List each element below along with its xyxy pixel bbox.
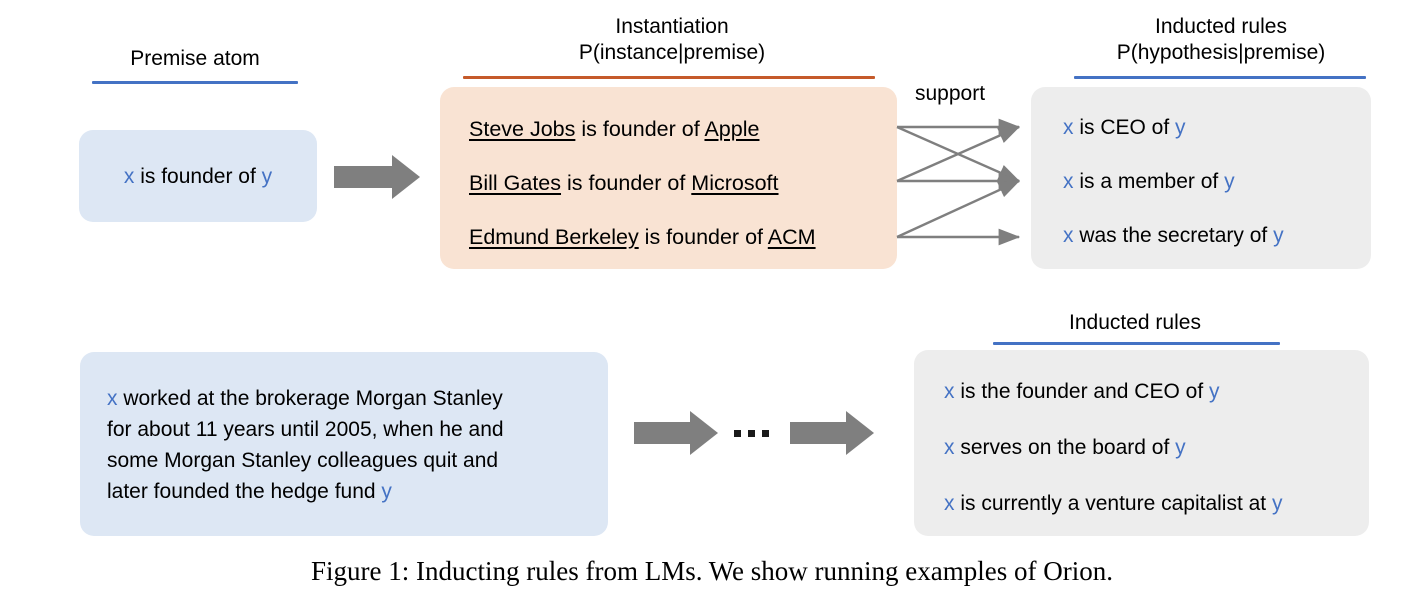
variable-y: y [381,480,392,503]
premise-passage-line-2: for about 11 years until 2005, when he a… [107,418,504,441]
variable-x: x [944,492,955,515]
variable-y: y [1273,224,1284,247]
ellipsis-dots [734,430,769,437]
instantiation-item: Steve Jobs is founder of Apple [469,116,759,142]
induced-rules-header-top-underline [1074,76,1366,79]
induced-rules-box-bottom: x is the founder and CEO of y x serves o… [914,350,1369,536]
figure-caption: Figure 1: Inducting rules from LMs. We s… [311,556,1113,586]
premise-atom-text: x is founder of y [79,163,317,190]
support-edge [896,179,1021,239]
arrow-premise-to-instantiation [334,155,420,199]
instantiation-item: Bill Gates is founder of Microsoft [469,170,779,196]
instantiation-object: ACM [767,225,816,249]
ellipsis-dot [748,430,755,437]
variable-x: x [1063,224,1074,247]
premise-atom-header-underline [92,81,298,84]
induced-rule: x was the secretary of y [1063,223,1284,249]
induced-rule-text: is CEO of [1073,116,1176,139]
variable-y: y [1208,380,1220,403]
induced-rule: x is CEO of y [1063,115,1186,141]
variable-x: x [107,387,118,410]
induced-rule-text: serves on the board of [954,436,1176,459]
variable-x: x [123,165,135,188]
induced-rules-box-top: x is CEO of y x is a member of y x was t… [1031,87,1371,269]
induced-rule-text: is currently a venture capitalist at [954,492,1272,515]
variable-x: x [944,436,955,459]
ellipsis-dot [762,430,769,437]
premise-passage-line-1: worked at the brokerage Morgan Stanley [117,387,503,410]
variable-y: y [1175,116,1186,139]
instantiation-box: Steve Jobs is founder of Apple Bill Gate… [440,87,897,269]
induced-rules-header-top: Inducted rules P(hypothesis|premise) [1116,15,1326,64]
induced-rules-header-bottom: Inducted rules [1069,311,1201,334]
instantiation-subject: Edmund Berkeley [469,225,639,249]
ellipsis-dot [734,430,741,437]
instantiation-header-underline [463,76,875,79]
support-arrows [896,118,1021,246]
premise-atom-box: x is founder of y [79,130,317,222]
variable-y: y [1271,492,1283,515]
support-label: support [915,82,986,105]
instantiation-subject: Bill Gates [469,171,562,195]
arrow-ellipsis-to-induced [790,411,874,455]
instantiation-object: Microsoft [691,171,779,195]
variable-y: y [261,165,273,188]
induced-rule: x serves on the board of y [944,435,1186,461]
variable-x: x [1063,116,1074,139]
induced-rule: x is the founder and CEO of y [944,379,1219,405]
premise-atom-relation: is founder of [134,165,262,188]
premise-passage-box: x worked at the brokerage Morgan Stanley… [80,352,608,536]
variable-x: x [1063,170,1074,193]
variable-y: y [1175,436,1186,459]
induced-rule-text: was the secretary of [1073,224,1274,247]
instantiation-object: Apple [704,117,760,141]
premise-passage-line-4: later founded the hedge fund [107,480,382,503]
arrow-passage-to-ellipsis [634,411,718,455]
instantiation-relation: is founder of [575,117,705,141]
instantiation-subject: Steve Jobs [469,117,576,141]
induced-rule-text: is a member of [1073,170,1225,193]
instantiation-header: Instantiation P(instance|premise) [578,15,766,64]
premise-passage-text: x worked at the brokerage Morgan Stanley… [107,383,587,507]
induced-rule-text: is the founder and CEO of [954,380,1209,403]
premise-passage-line-3: some Morgan Stanley colleagues quit and [107,449,499,472]
instantiation-relation: is founder of [561,171,692,195]
induced-rules-header-bottom-underline [993,342,1280,345]
induced-rule: x is a member of y [1063,169,1235,195]
instantiation-item: Edmund Berkeley is founder of ACM [469,224,816,250]
variable-x: x [944,380,955,403]
induced-rule: x is currently a venture capitalist at y [944,491,1282,517]
instantiation-relation: is founder of [638,225,768,249]
premise-atom-header: Premise atom [130,47,260,70]
variable-y: y [1224,170,1235,193]
support-edge [896,125,1021,183]
